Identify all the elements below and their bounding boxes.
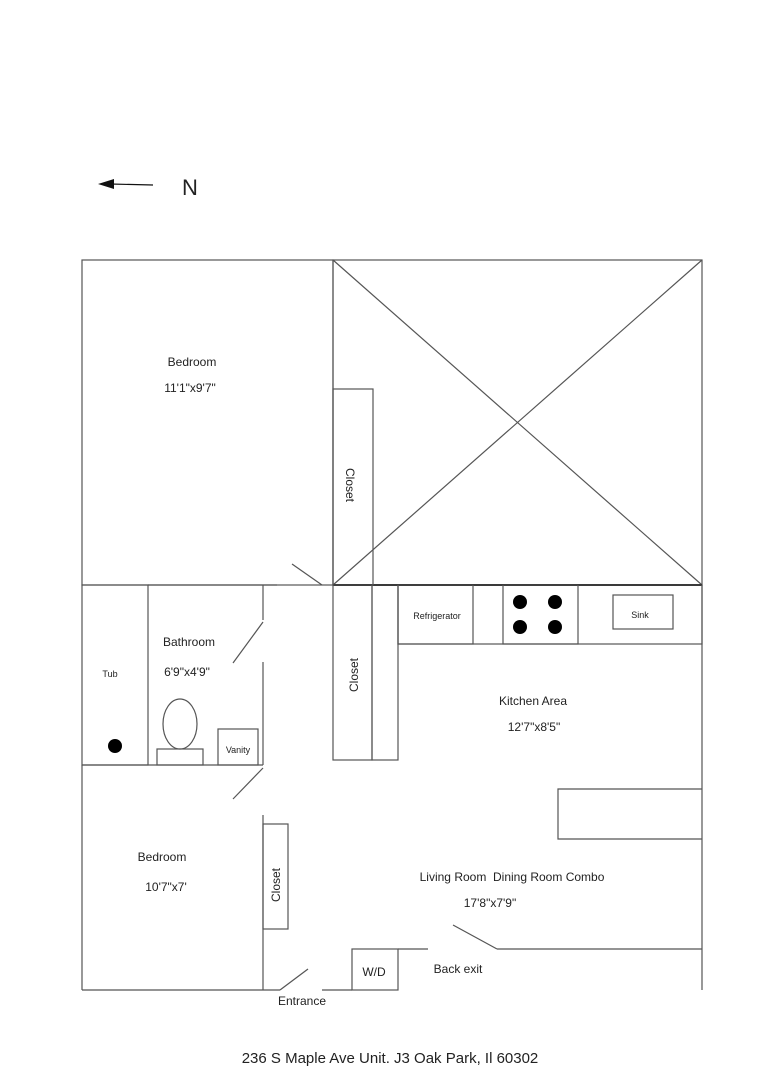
closet-bottom-label: Closet — [269, 867, 283, 902]
burner — [548, 620, 562, 634]
door — [232, 621, 264, 664]
burner — [513, 620, 527, 634]
bedroom-bottom-size: 10'7"x7' — [145, 880, 187, 894]
entrance-label: Entrance — [278, 994, 326, 1008]
stove — [502, 584, 579, 645]
refrigerator — [397, 584, 474, 645]
island — [557, 788, 702, 840]
toilet — [162, 698, 198, 750]
closet-middle-label: Closet — [347, 657, 361, 692]
burner — [548, 595, 562, 609]
bedroom-top-walls — [81, 259, 334, 586]
north-arrow — [98, 179, 154, 189]
kitchen-name: Kitchen Area — [499, 694, 567, 708]
north-label: N — [182, 175, 198, 200]
address: 236 S Maple Ave Unit. J3 Oak Park, Il 60… — [242, 1050, 539, 1067]
entrance-door — [279, 968, 309, 991]
back-door — [452, 924, 498, 950]
living-size: 17'8"x7'9" — [464, 896, 516, 910]
bathroom-size: 6'9"x4'9" — [164, 665, 210, 679]
kitchen-size: 12'7"x8'5" — [508, 720, 560, 734]
tub-label: Tub — [102, 669, 117, 679]
vanity — [217, 728, 259, 766]
closet-side — [371, 584, 399, 761]
door — [291, 563, 323, 586]
door — [232, 767, 264, 800]
bedroom-top-size: 11'1"x9'7" — [164, 381, 216, 395]
living-name: Living Room Dining Room Combo — [420, 870, 605, 884]
bathroom-name: Bathroom — [163, 635, 215, 649]
diagonal — [332, 259, 703, 586]
back-exit-label: Back exit — [434, 962, 483, 976]
refrigerator-label: Refrigerator — [413, 611, 461, 621]
washer-dryer-label: W/D — [362, 965, 386, 979]
closet-top-label: Closet — [343, 468, 357, 503]
closet-bottom — [262, 823, 289, 930]
vanity-label: Vanity — [226, 745, 251, 755]
sink — [612, 594, 674, 630]
bedroom-bottom-name: Bedroom — [138, 850, 187, 864]
sink-label: Sink — [631, 610, 649, 620]
bedroom-top-name: Bedroom — [168, 355, 217, 369]
tub-drain — [108, 739, 122, 753]
burner — [513, 595, 527, 609]
washer-dryer — [351, 948, 399, 991]
toilet-tank — [156, 748, 204, 766]
